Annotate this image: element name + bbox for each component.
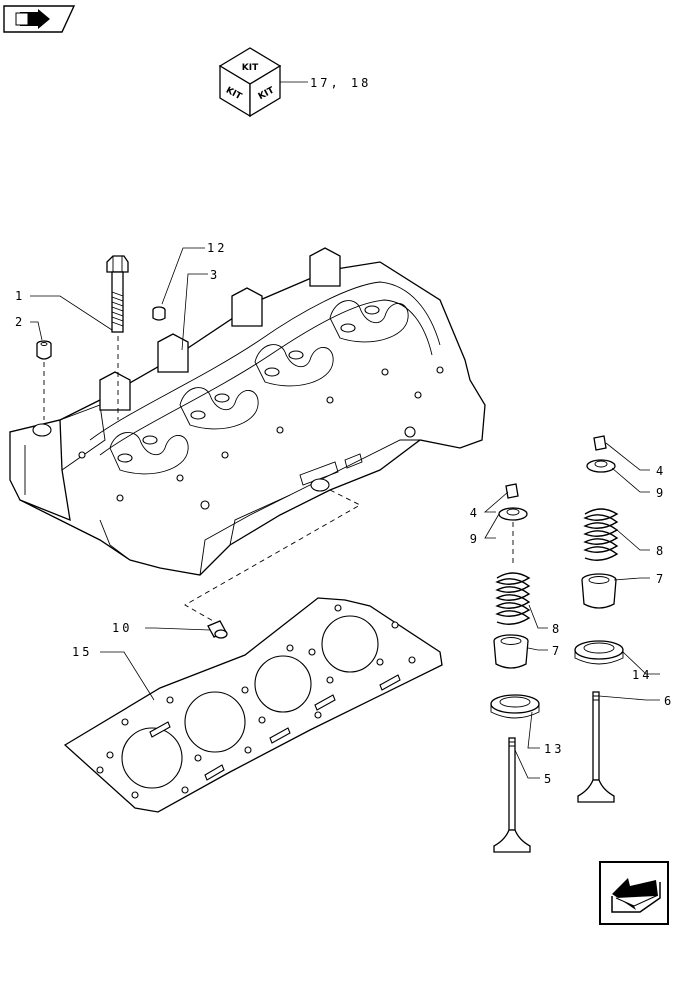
callout-15: 15	[72, 645, 92, 659]
intake-valve	[493, 737, 531, 853]
callout-8-right: 8	[656, 544, 666, 558]
valve-seat-insert-b	[574, 640, 624, 665]
head-bolt	[106, 255, 129, 333]
callout-2: 2	[15, 315, 25, 329]
exhaust-valve	[577, 691, 615, 803]
callout-12: 12	[207, 241, 227, 255]
callout-1: 1	[15, 289, 25, 303]
valve-spring-retainer-b	[586, 459, 616, 473]
callout-4-center: 4	[470, 506, 480, 520]
callout-5: 5	[544, 772, 554, 786]
next-page-arrow-icon[interactable]	[599, 861, 669, 925]
callout-8-center: 8	[552, 622, 562, 636]
callout-7-center: 7	[552, 644, 562, 658]
cylinder-head	[9, 247, 486, 576]
callout-10: 10	[112, 621, 132, 635]
callout-13: 13	[544, 742, 564, 756]
callout-14: 14	[632, 668, 652, 682]
valve-seat-insert-a	[490, 694, 540, 719]
dowel-sleeve	[36, 340, 52, 360]
callout-9-right: 9	[656, 486, 666, 500]
locating-pin	[207, 620, 228, 639]
valve-collet-a	[505, 483, 519, 499]
kit-cube-icon: KIT KIT KIT	[218, 47, 282, 118]
valve-spring-b	[583, 508, 619, 561]
valve-stem-seal-a	[493, 634, 529, 669]
plug	[152, 306, 166, 321]
valve-stem-seal-b	[581, 573, 617, 609]
kit-label-top: KIT	[242, 63, 259, 73]
valve-collet-b	[593, 435, 607, 451]
callout-7-right: 7	[656, 572, 666, 586]
valve-spring-retainer-a	[498, 507, 528, 521]
valve-spring-a	[495, 572, 531, 625]
callout-4-right: 4	[656, 464, 666, 478]
head-gasket	[63, 597, 443, 813]
callout-9-center: 9	[470, 532, 480, 546]
kit-reference: 17, 18	[310, 76, 371, 90]
callout-6: 6	[664, 694, 674, 708]
book-arrow-icon[interactable]	[3, 5, 76, 33]
callout-3: 3	[210, 268, 220, 282]
